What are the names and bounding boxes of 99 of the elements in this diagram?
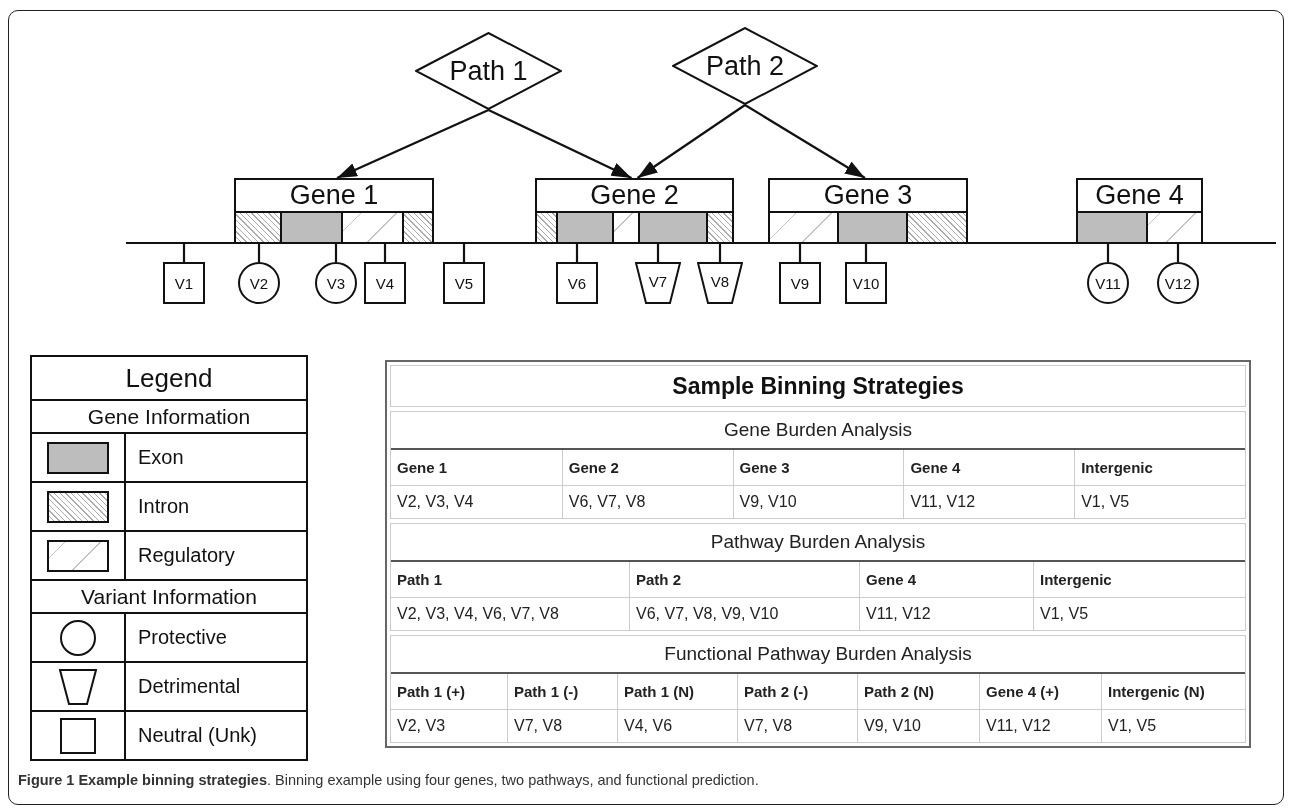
variant-circle — [1087, 262, 1129, 304]
variant-label: V7 — [648, 272, 668, 290]
connector-line — [656, 244, 660, 262]
variant-circle — [315, 262, 357, 304]
table-cell: V6, V7, V8 — [568, 493, 646, 511]
column-header: Path 2 (N) — [864, 683, 934, 700]
variant-label: V12 — [1164, 274, 1192, 292]
legend-label: Regulatory — [138, 544, 235, 567]
variant-square — [556, 262, 598, 304]
connector-line — [334, 244, 338, 262]
gene-box — [535, 178, 734, 244]
legend-label: Detrimental — [138, 675, 241, 698]
arrow — [488, 109, 632, 179]
arrow — [336, 109, 489, 179]
pathway-diamond — [672, 27, 818, 105]
column-header: Path 1 (-) — [514, 683, 579, 700]
variant-trapezoid — [635, 262, 681, 304]
connector-line — [383, 244, 387, 262]
arrow — [636, 104, 746, 179]
variant-label: V10 — [852, 274, 880, 292]
column-header: Gene 1 — [397, 459, 448, 476]
legend-label: Intron — [138, 495, 190, 518]
table-cell: V11, V12 — [866, 605, 931, 623]
table-cell: V11, V12 — [986, 717, 1051, 735]
diamond-label: Path 2 — [705, 50, 785, 82]
variant-circle — [1157, 262, 1199, 304]
variant-circle — [238, 262, 280, 304]
column-header: Gene 3 — [739, 459, 790, 476]
connector-line — [462, 244, 466, 262]
variant-label: V4 — [375, 274, 395, 292]
pathway-diamond — [415, 32, 562, 110]
legend-section-heading: Variant Information — [81, 584, 257, 609]
gene-label: Gene 2 — [590, 182, 679, 209]
table-cell: V4, V6 — [624, 717, 673, 735]
table-cell: V1, V5 — [1040, 605, 1089, 623]
table-cell: V6, V7, V8, V9, V10 — [636, 605, 779, 623]
variant-square — [163, 262, 205, 304]
column-header: Intergenic — [1081, 459, 1153, 476]
legend-label: Neutral (Unk) — [138, 724, 257, 747]
table-cell: V2, V3 — [397, 717, 446, 735]
variant-label: V5 — [454, 274, 474, 292]
variant-label: V11 — [1095, 274, 1121, 292]
column-header: Gene 4 — [866, 571, 917, 588]
variant-label: V9 — [790, 274, 810, 292]
legend-label: Exon — [138, 446, 184, 469]
variant-square — [443, 262, 485, 304]
table-cell: V9, V10 — [864, 717, 921, 735]
column-header: Path 1 (N) — [624, 683, 694, 700]
variant-trapezoid — [697, 262, 743, 304]
variant-square — [845, 262, 887, 304]
section-heading: Pathway Burden Analysis — [710, 531, 926, 553]
variant-label: V3 — [326, 274, 346, 292]
column-header: Intergenic (N) — [1108, 683, 1205, 700]
diamond-label: Path 1 — [449, 55, 528, 87]
legend-section-heading: Gene Information — [87, 404, 251, 429]
column-header: Path 2 (-) — [744, 683, 809, 700]
gene-label: Gene 4 — [1095, 182, 1184, 209]
column-header: Gene 4 (+) — [986, 683, 1059, 700]
column-header: Gene 4 — [910, 459, 961, 476]
chromosome-line — [126, 242, 1276, 244]
table-cell: V7, V8 — [514, 717, 563, 735]
connector-line — [1176, 244, 1180, 262]
connector-line — [718, 244, 722, 262]
column-header: Path 1 — [397, 571, 442, 588]
variant-square — [779, 262, 821, 304]
column-header: Intergenic — [1040, 571, 1112, 588]
table-cell: V7, V8 — [744, 717, 793, 735]
column-header: Gene 2 — [568, 459, 619, 476]
variant-label: V8 — [710, 272, 730, 290]
table-title: Sample Binning Strategies — [672, 372, 964, 400]
variant-label: V1 — [174, 274, 194, 292]
section-heading: Functional Pathway Burden Analysis — [664, 643, 972, 665]
section-heading: Gene Burden Analysis — [724, 419, 912, 441]
gene-box — [234, 178, 434, 244]
legend-title: Legend — [125, 362, 213, 394]
table-cell: V11, V12 — [910, 493, 976, 511]
gene-box — [768, 178, 968, 244]
figure-caption: Figure 1 Example binning strategies. Binning example using four genes, two pathways, and functional prediction. — [18, 772, 760, 788]
variant-label: V2 — [249, 274, 269, 292]
connector-line — [575, 244, 579, 262]
connector-line — [798, 244, 802, 262]
gene-label: Gene 1 — [289, 182, 379, 209]
variant-square — [364, 262, 406, 304]
column-header: Path 2 — [636, 571, 681, 588]
column-header: Path 1 (+) — [397, 683, 465, 700]
table-cell: V2, V3, V4 — [397, 493, 474, 511]
connector-line — [257, 244, 261, 262]
table-cell: V1, V5 — [1081, 493, 1130, 511]
gene-label: Gene 3 — [823, 182, 913, 209]
gene-box — [1076, 178, 1203, 244]
table-cell: V2, V3, V4, V6, V7, V8 — [397, 605, 559, 623]
connector-line — [182, 244, 186, 262]
connector-line — [1106, 244, 1110, 262]
arrow — [744, 104, 866, 179]
legend-label: Protective — [138, 626, 227, 649]
table-cell: V1, V5 — [1108, 717, 1157, 735]
table-cell: V9, V10 — [739, 493, 797, 511]
connector-line — [864, 244, 868, 262]
variant-label: V6 — [567, 274, 587, 292]
